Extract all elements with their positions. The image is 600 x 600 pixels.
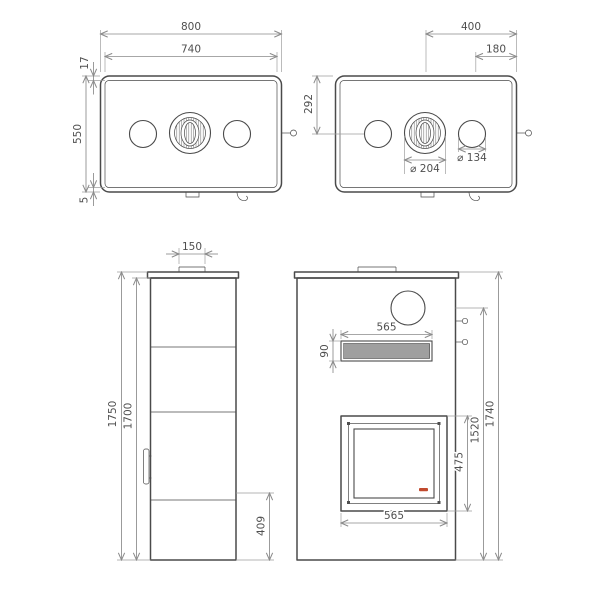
hotplate-left-circle <box>128 119 158 149</box>
body-outline-side <box>149 277 237 561</box>
side-dimension-lines <box>117 248 274 560</box>
dim-label-5: 5 <box>79 197 91 204</box>
convection-grille-frame <box>340 340 433 362</box>
door-glass <box>353 428 435 499</box>
door-corner-bolt <box>347 422 350 425</box>
air-control-knob <box>461 338 469 346</box>
air-control-knob <box>461 317 469 325</box>
dim-label-409: 409 <box>256 516 268 536</box>
top-plate-outline <box>99 75 283 193</box>
door-corner-bolt <box>437 501 441 504</box>
convection-grille-slats <box>343 343 430 359</box>
front-view: 565 90 475 565 1520 1740 <box>293 266 503 561</box>
flue-stub-side <box>178 266 206 272</box>
plan-right-dimension-lines <box>312 30 517 174</box>
hotplate-right-circle <box>457 119 487 149</box>
flue-outlet-circle <box>390 290 426 326</box>
foot-tab <box>185 192 200 198</box>
top-plate-front <box>293 271 460 279</box>
dim-label-17: 17 <box>79 56 91 69</box>
dim-label-1700: 1700 <box>123 403 135 430</box>
dim-label-1740: 1740 <box>485 401 497 428</box>
flue-collar-plan <box>403 111 447 155</box>
door-handle-knob <box>525 129 532 137</box>
dim-label-dia-134: ⌀ 134 <box>457 152 487 164</box>
door-corner-bolt <box>347 501 350 504</box>
dim-label-565-door: 565 <box>384 510 404 522</box>
side-view: 150 1750 1700 409 <box>106 240 274 561</box>
latch-hook <box>236 192 248 201</box>
plan-left-dimension-lines <box>82 30 282 206</box>
top-plate-side <box>146 271 240 279</box>
body-outline-plan <box>104 80 278 188</box>
dim-label-292: 292 <box>303 94 315 114</box>
flue-collar-plan <box>168 111 212 155</box>
dim-label-150: 150 <box>182 241 202 253</box>
brand-mark <box>419 488 428 492</box>
latch-hook <box>468 192 480 201</box>
dim-label-740: 740 <box>181 44 201 56</box>
plan-view-left: 800 740 17 550 5 <box>71 20 297 206</box>
hotplate-left-circle <box>363 119 393 149</box>
dim-label-180: 180 <box>486 44 506 56</box>
front-dimension-lines <box>329 272 503 560</box>
hotplate-right-circle <box>222 119 252 149</box>
door-handle-knob <box>290 129 297 137</box>
foot-tab <box>420 192 435 198</box>
flue-stub-front <box>357 266 397 272</box>
dim-label-90: 90 <box>319 344 331 357</box>
dim-label-dia-204: ⌀ 204 <box>410 163 440 175</box>
door-outline <box>340 415 448 512</box>
dim-label-1520: 1520 <box>470 417 482 444</box>
dim-label-400: 400 <box>461 21 481 33</box>
dim-label-800: 800 <box>181 21 201 33</box>
door-handle-side <box>143 448 150 485</box>
door-corner-bolt <box>437 422 441 425</box>
dim-label-565-grille: 565 <box>376 322 396 334</box>
dim-label-1750: 1750 <box>107 401 119 428</box>
door-frame <box>348 423 440 504</box>
dim-label-475: 475 <box>454 452 466 472</box>
plan-view-right: 400 180 292 ⌀ 204 ⌀ 134 <box>302 20 532 201</box>
body-outline-front <box>296 277 457 561</box>
dim-label-550: 550 <box>72 124 84 144</box>
